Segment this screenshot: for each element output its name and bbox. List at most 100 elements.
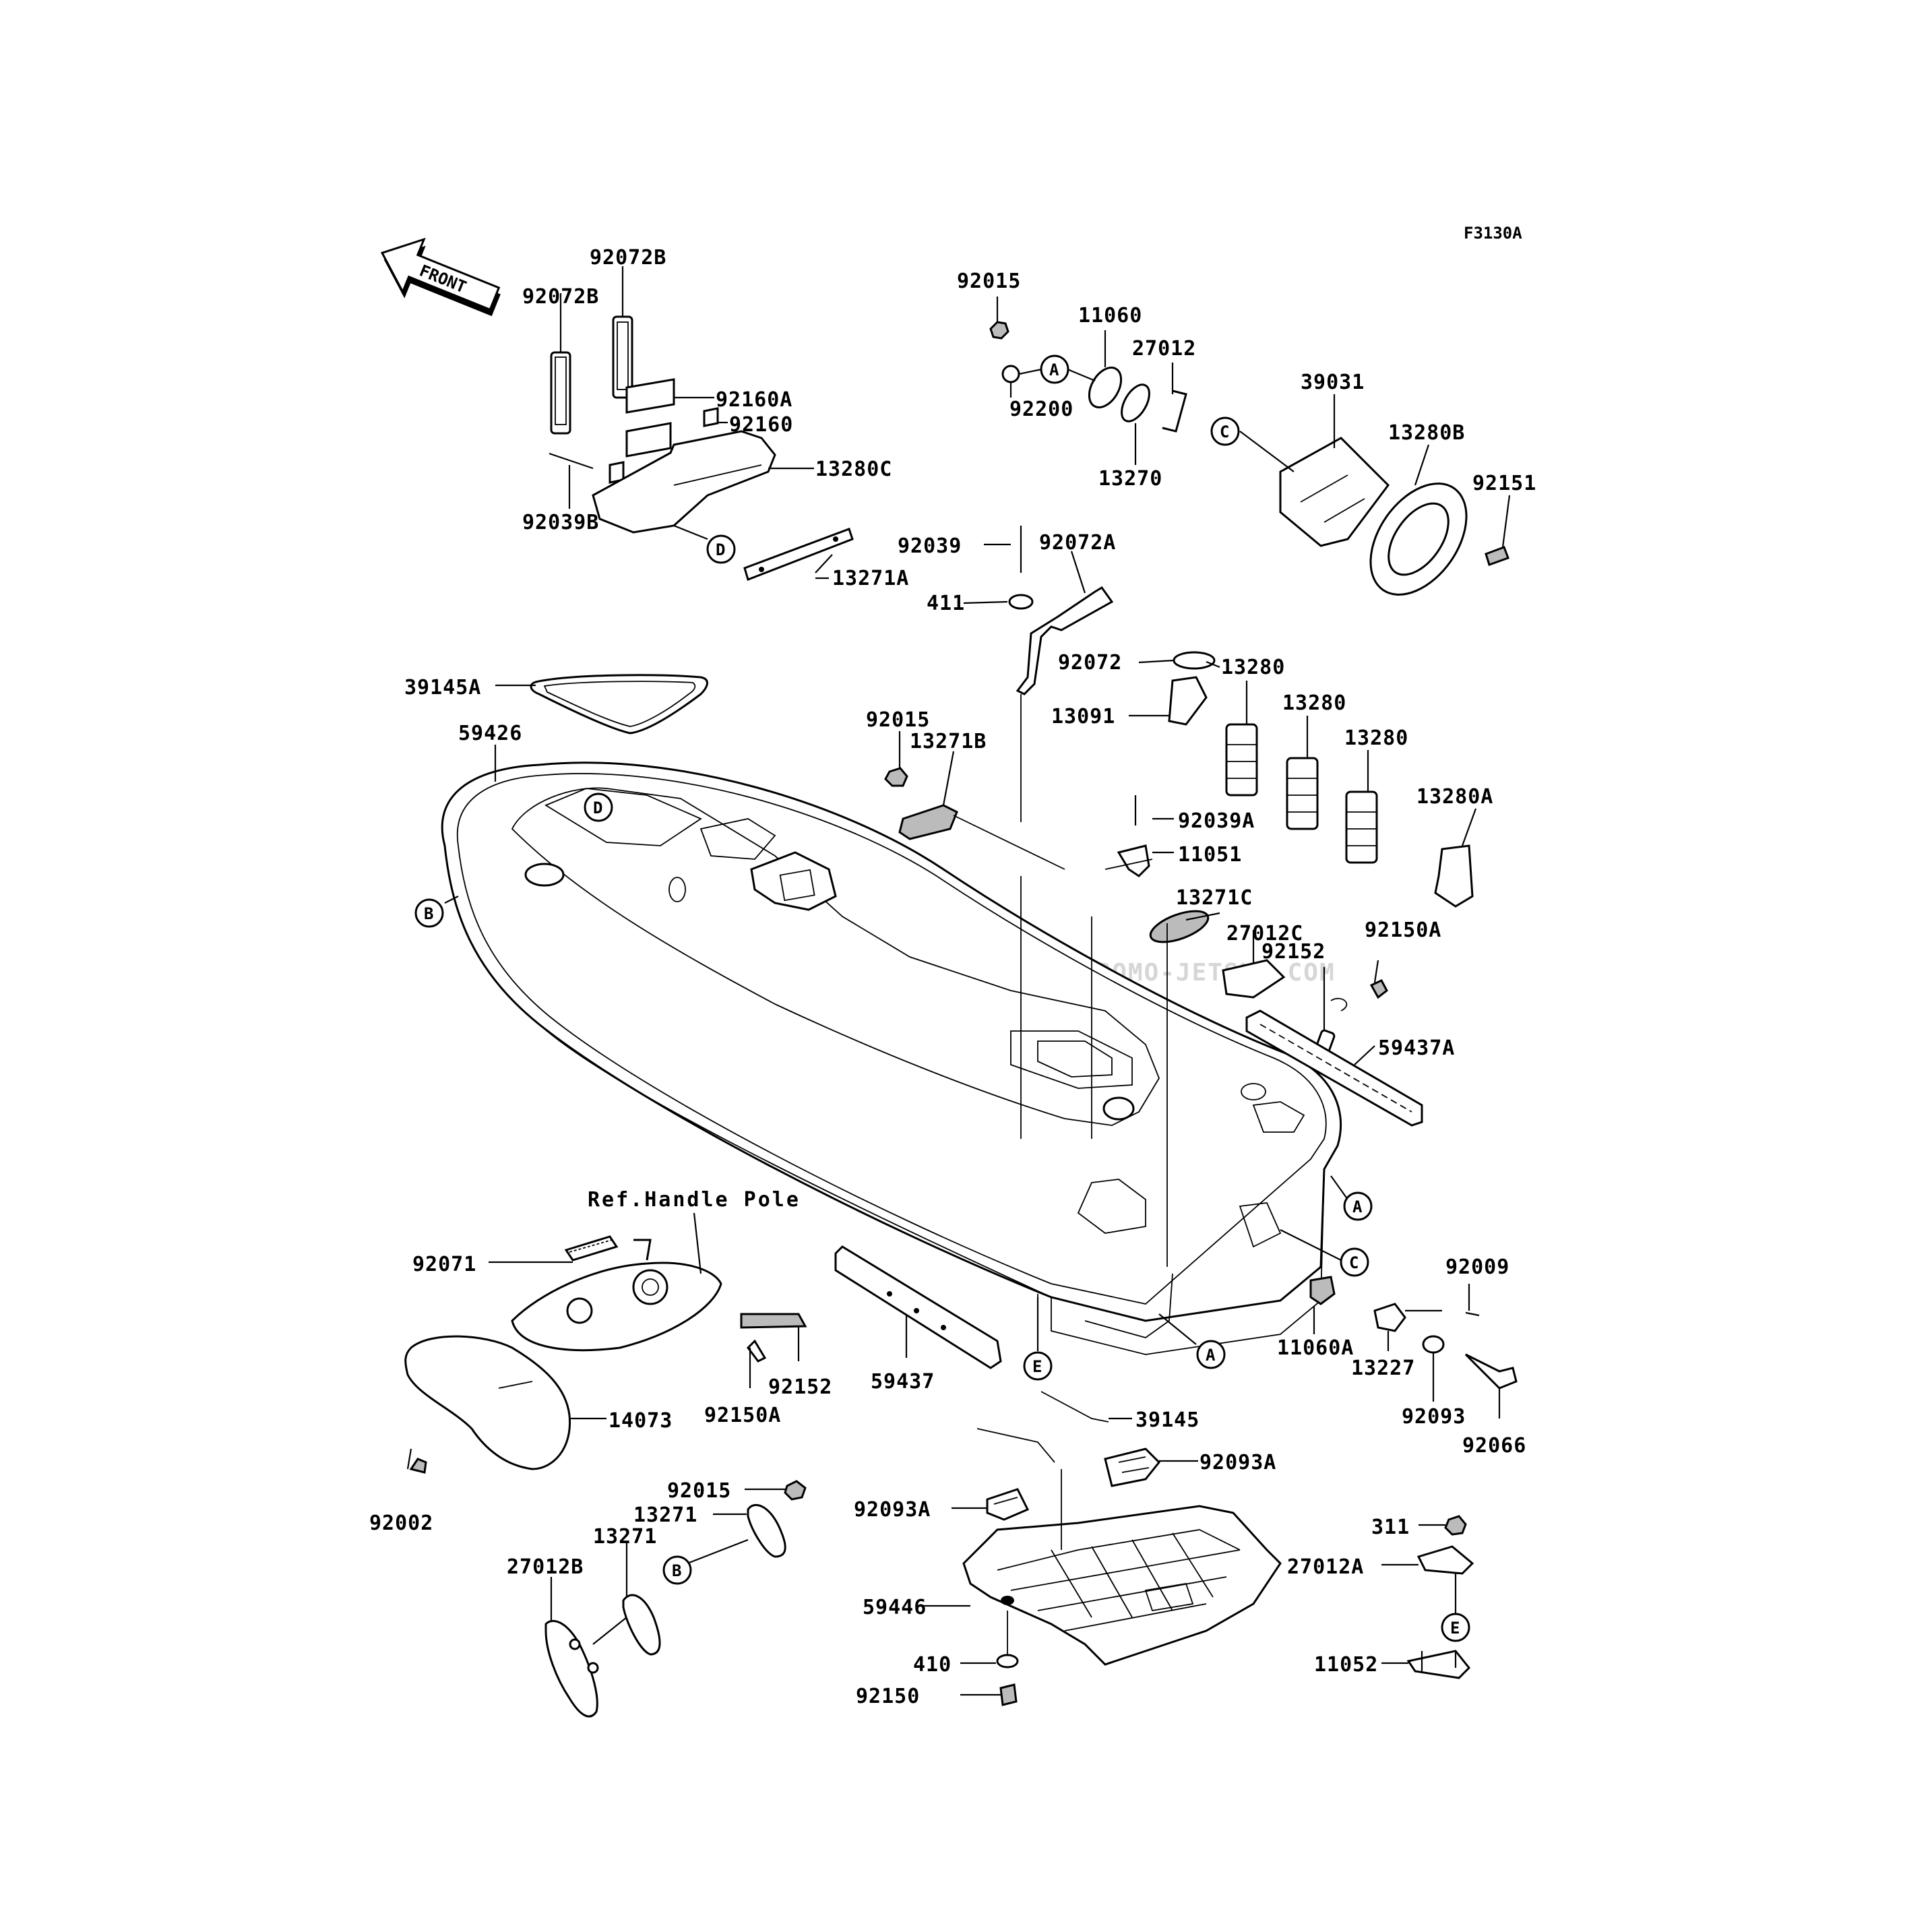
label-13280-a: 13280	[1221, 656, 1285, 679]
callout-D-hull: D	[584, 792, 613, 822]
label-13271B: 13271B	[910, 730, 987, 753]
label-92039A: 92039A	[1178, 809, 1255, 833]
rub-rail-59437	[740, 1245, 1002, 1369]
label-14073: 14073	[609, 1409, 673, 1433]
callout-D-tray: D	[673, 524, 736, 564]
label-92071: 92071	[412, 1253, 476, 1276]
callout-A-bottom: A	[1158, 1313, 1226, 1369]
label-92002: 92002	[369, 1512, 433, 1535]
label-92093A-left: 92093A	[854, 1498, 931, 1522]
label-92072B-top: 92072B	[590, 246, 666, 270]
label-39145: 39145	[1135, 1408, 1199, 1432]
svg-text:A: A	[1049, 361, 1059, 379]
callout-C-top: C	[1210, 416, 1240, 446]
svg-text:A: A	[1206, 1346, 1216, 1365]
drain-bracket-assembly	[1406, 1515, 1474, 1679]
seal-39145	[976, 1391, 1109, 1463]
label-92009: 92009	[1445, 1255, 1509, 1279]
label-92150A-left: 92150A	[704, 1404, 781, 1427]
hose-clamps	[1225, 723, 1474, 908]
label-13280-c: 13280	[1344, 726, 1408, 750]
label-92152-right: 92152	[1261, 940, 1326, 964]
label-13271A: 13271A	[832, 567, 909, 590]
front-arrow-icon: FRONT	[380, 237, 501, 317]
callout-E-right: E	[1441, 1613, 1470, 1642]
label-13271C: 13271C	[1176, 886, 1253, 910]
label-59437: 59437	[871, 1370, 935, 1394]
svg-text:E: E	[1032, 1357, 1042, 1376]
label-13280A: 13280A	[1416, 785, 1493, 809]
label-92150: 92150	[856, 1685, 920, 1708]
label-13271-a: 13271	[633, 1503, 697, 1527]
label-411: 411	[927, 592, 965, 615]
label-92066: 92066	[1462, 1434, 1526, 1458]
svg-text:B: B	[672, 1561, 681, 1580]
callout-B-hull: B	[414, 896, 459, 928]
seal-39145A	[530, 674, 708, 735]
label-92093: 92093	[1402, 1405, 1466, 1429]
label-92072A: 92072A	[1039, 531, 1116, 555]
hose-bracket-assembly	[1008, 526, 1216, 726]
svg-text:A: A	[1352, 1197, 1363, 1216]
label-13270: 13270	[1098, 467, 1162, 491]
label-27012C: 27012C	[1226, 922, 1303, 945]
label-13280-b: 13280	[1282, 691, 1346, 715]
label-92160: 92160	[729, 413, 793, 437]
label-13227: 13227	[1351, 1357, 1415, 1380]
label-92039: 92039	[898, 534, 962, 558]
label-92072B-left: 92072B	[522, 285, 599, 309]
label-92015-top: 92015	[957, 270, 1021, 293]
label-92151: 92151	[1472, 472, 1536, 495]
label-13271-b: 13271	[593, 1525, 657, 1549]
label-27012: 27012	[1132, 337, 1196, 361]
plate-13271B	[884, 767, 1065, 870]
label-11060A: 11060A	[1277, 1336, 1354, 1360]
label-11052: 11052	[1314, 1653, 1378, 1677]
label-92039B: 92039B	[522, 511, 599, 534]
label-39031: 39031	[1301, 371, 1365, 394]
callout-B-bottom: B	[662, 1555, 692, 1585]
label-92015-mid: 92015	[866, 708, 930, 732]
label-59426: 59426	[458, 722, 522, 745]
ref-handle-pole: Ref.Handle Pole	[588, 1188, 801, 1212]
label-13091: 13091	[1051, 705, 1115, 728]
duct-14073	[404, 1335, 571, 1474]
svg-text:C: C	[1220, 423, 1229, 441]
label-311: 311	[1371, 1516, 1410, 1539]
label-92093A-right: 92093A	[1199, 1451, 1276, 1474]
callout-E-left: E	[1023, 1297, 1053, 1381]
cover-plate-assembly	[989, 321, 1187, 433]
svg-text:C: C	[1349, 1253, 1359, 1272]
label-59437A: 59437A	[1378, 1036, 1455, 1060]
label-92150A-right: 92150A	[1365, 918, 1441, 942]
plates-lower-left	[544, 1480, 807, 1718]
label-27012A: 27012A	[1287, 1555, 1364, 1579]
label-92152-left: 92152	[768, 1375, 832, 1399]
label-11051: 11051	[1178, 843, 1242, 867]
label-13280B: 13280B	[1388, 421, 1465, 445]
label-92015-bottom: 92015	[667, 1479, 731, 1503]
svg-text:D: D	[716, 540, 725, 559]
callout-C-right: C	[1280, 1229, 1369, 1277]
bracket-11051	[1104, 795, 1388, 1060]
label-92160A: 92160A	[716, 388, 792, 412]
label-27012B: 27012B	[507, 1555, 584, 1579]
rub-rail-59437A	[1245, 1009, 1423, 1127]
drain-plug-assembly	[1309, 1276, 1518, 1390]
label-13280C: 13280C	[815, 458, 892, 481]
exhaust-cover-assembly	[1279, 437, 1509, 596]
svg-text:B: B	[424, 904, 433, 923]
handle-pole-92071	[511, 1235, 722, 1352]
grate-plugs-92093A	[986, 1447, 1161, 1521]
label-59446: 59446	[863, 1596, 927, 1619]
svg-text:E: E	[1450, 1619, 1460, 1638]
ride-plate-fasteners	[996, 1654, 1019, 1706]
storage-tray-assembly	[549, 315, 854, 581]
ride-plate-59446	[962, 1505, 1282, 1666]
hull-59426	[441, 761, 1342, 1355]
figure-code: F3130A	[1464, 224, 1522, 243]
svg-text:D: D	[593, 799, 602, 817]
label-39145A: 39145A	[404, 676, 481, 699]
callout-A-right: A	[1330, 1175, 1373, 1221]
